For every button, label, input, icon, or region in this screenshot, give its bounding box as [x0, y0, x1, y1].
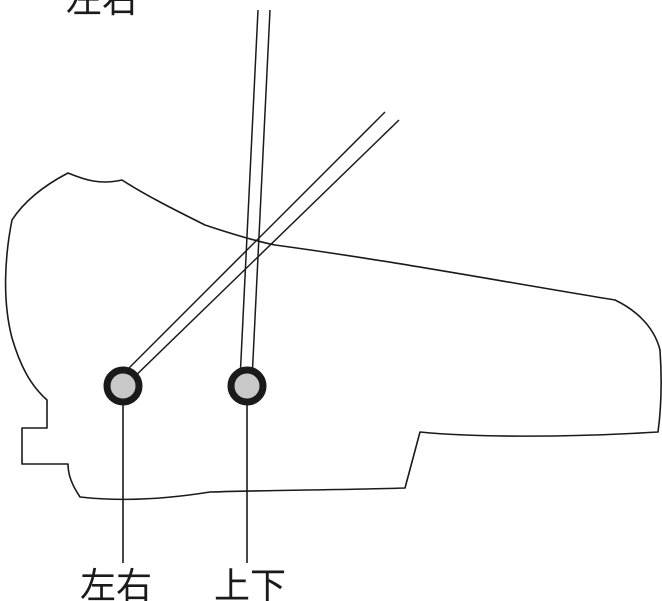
- body-outline: [4, 172, 662, 501]
- diagonal-rod-line-1: [119, 111, 386, 378]
- diagonal-rod-line-2: [126, 119, 400, 385]
- vertical-rod-line-2: [251, 9, 271, 381]
- up-down-knob: [227, 366, 267, 406]
- left-right-knob: [103, 366, 143, 406]
- up-down-label: 上下: [214, 566, 286, 601]
- left-right-label: 左右: [80, 566, 152, 601]
- top-left-label: 左右: [66, 0, 138, 21]
- vertical-rod-line-1: [239, 9, 259, 381]
